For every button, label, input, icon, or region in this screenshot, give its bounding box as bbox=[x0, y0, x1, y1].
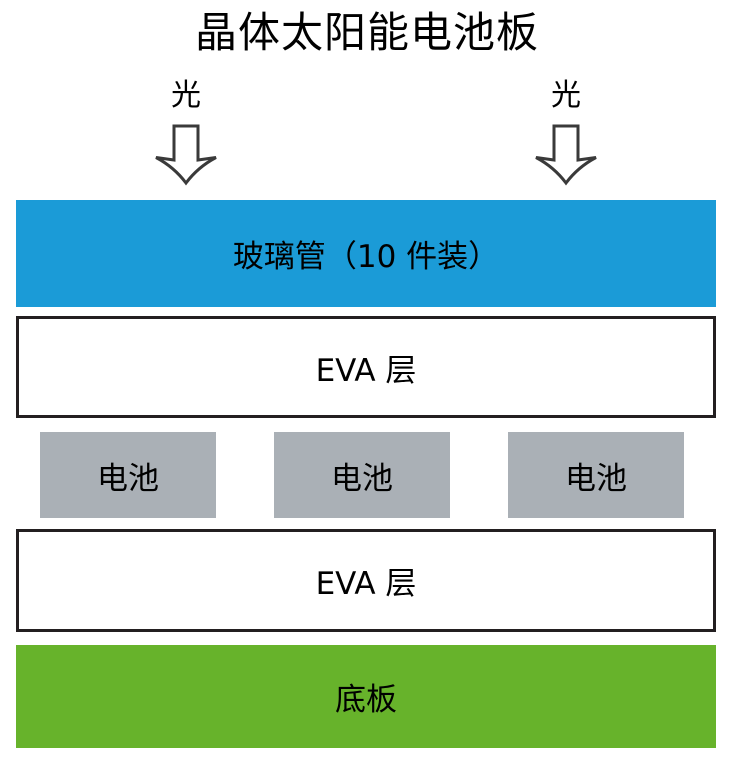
layer-eva-bottom: EVA 层 bbox=[16, 529, 716, 632]
layer-base-label: 底板 bbox=[335, 682, 397, 718]
cell-label: 电池 bbox=[331, 460, 393, 497]
layer-eva-top: EVA 层 bbox=[16, 316, 716, 418]
cell-box: 电池 bbox=[508, 432, 684, 518]
layer-eva-top-label: EVA 层 bbox=[315, 352, 417, 389]
cell-label: 电池 bbox=[565, 460, 627, 497]
layer-base: 底板 bbox=[16, 645, 716, 748]
cell-box: 电池 bbox=[274, 432, 450, 518]
layer-eva-bottom-label: EVA 层 bbox=[315, 566, 417, 602]
page-title: 晶体太阳能电池板 bbox=[194, 8, 539, 57]
down-arrow-icon bbox=[535, 124, 597, 186]
down-arrow-icon bbox=[155, 124, 217, 186]
layer-glass-label: 玻璃管（10 件装） bbox=[232, 239, 500, 275]
light-label-right: 光 bbox=[551, 78, 581, 113]
cell-box: 电池 bbox=[40, 432, 216, 518]
layer-glass: 玻璃管（10 件装） bbox=[16, 200, 716, 307]
light-label-left: 光 bbox=[171, 78, 201, 113]
cell-row: 电池 电池 电池 bbox=[40, 432, 684, 518]
cell-label: 电池 bbox=[97, 460, 159, 497]
